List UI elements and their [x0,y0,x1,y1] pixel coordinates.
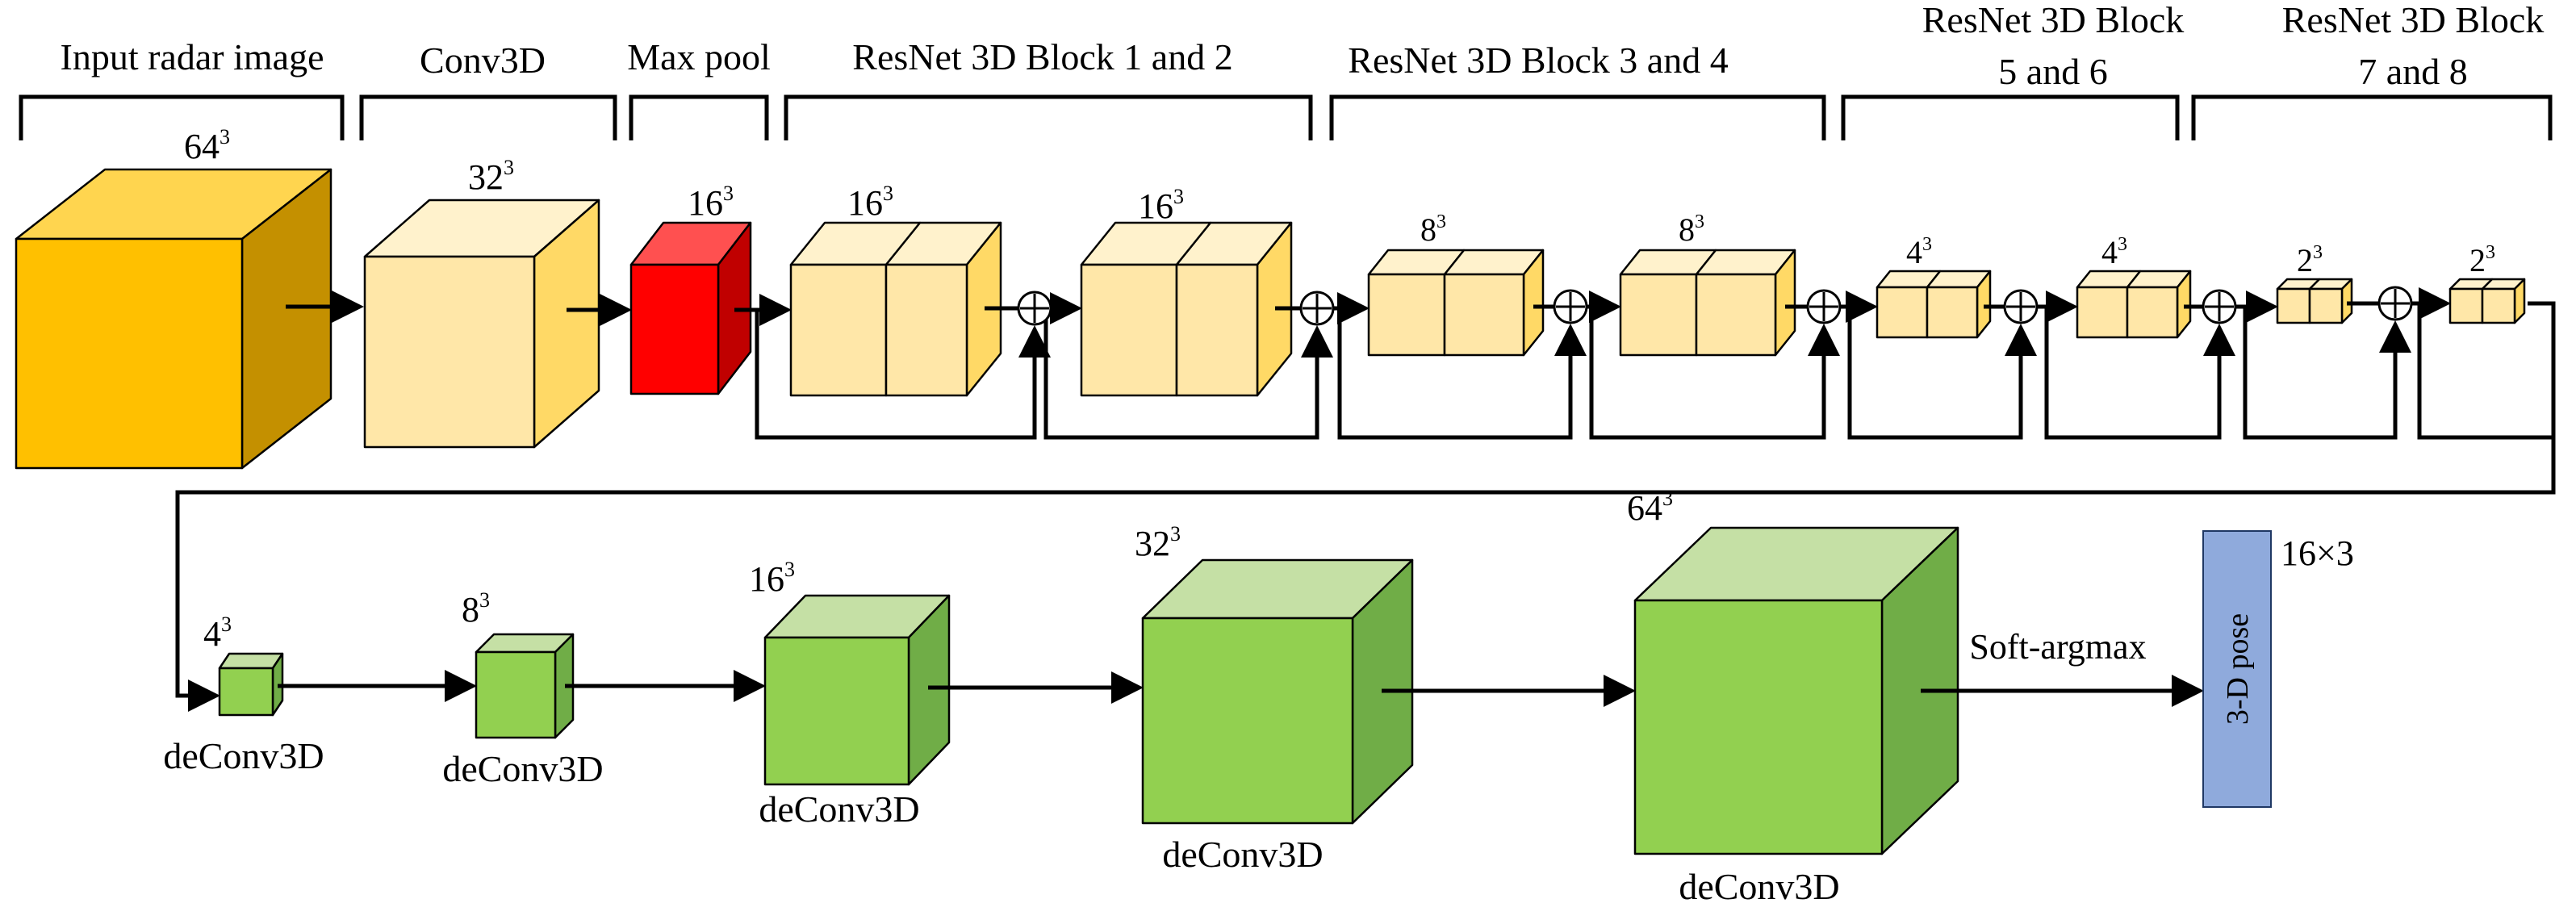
decoder-cube-1 [218,652,284,717]
bracket-block-1-2 [784,94,1313,140]
bracket-conv3d [359,94,617,140]
sum-node-2 [1299,291,1335,326]
bracket-block-5-6 [1841,94,2180,140]
cube-block-3 [1367,249,1545,357]
dim-block-7: 23 [2297,242,2323,278]
bracket-input [19,94,345,140]
dim-input: 643 [184,125,230,166]
sum-node-1 [1017,291,1052,326]
pose-output-label: 3-D pose [2221,613,2255,725]
dim-block-6: 43 [2101,234,2127,270]
decoder-label-1: deConv3D [163,735,324,776]
dim-block-3: 83 [1420,211,1446,248]
decoder-dim-3: 163 [749,558,795,599]
cube-block-8 [2448,278,2526,324]
dim-block-1: 163 [847,182,893,223]
decoder-cube-4 [1141,558,1414,825]
header-maxpool: Max pool [627,36,771,77]
cube-block-2 [1080,221,1293,397]
header-block-7-8-line2: 7 and 8 [2358,51,2467,92]
header-input: Input radar image [61,36,324,77]
encoder-arrows [286,287,2451,326]
sum-node-3 [1553,289,1588,324]
dim-block-2: 163 [1138,185,1184,226]
header-block-3-4: ResNet 3D Block 3 and 4 [1348,40,1728,81]
decoder-dim-2: 83 [462,588,490,629]
header-block-5-6-line1: ResNet 3D Block [1922,0,2185,40]
dim-block-4: 83 [1679,211,1704,248]
cube-block-7 [2276,278,2353,324]
decoder-cube-5 [1633,526,1959,855]
bracket-block-3-4 [1329,94,1826,140]
header-block-7-8-line1: ResNet 3D Block [2282,0,2545,40]
decoder-label-2: deConv3D [442,748,603,789]
cube-conv3d [363,199,600,449]
cube-block-4 [1619,249,1796,357]
cube-input [15,168,332,470]
pose-dimension: 16×3 [2281,533,2354,573]
decoder-dim-4: 323 [1135,522,1181,563]
dim-maxpool: 163 [688,182,734,223]
header-block-1-2: ResNet 3D Block 1 and 2 [852,36,1232,77]
header-conv3d: Conv3D [420,40,546,81]
soft-argmax-label: Soft-argmax [1969,627,2146,667]
sum-node-7 [2377,286,2413,321]
sum-node-6 [2202,289,2237,324]
cube-block-5 [1876,270,1992,339]
bracket-block-7-8 [2191,94,2553,140]
dim-conv3d: 323 [468,156,514,197]
sum-node-4 [1806,289,1842,324]
pose-output: 3-D pose [2202,530,2272,808]
header-block-5-6-line2: 5 and 6 [1998,51,2107,92]
dim-block-8: 23 [2469,242,2495,278]
decoder-arrows [278,670,2204,707]
cube-block-1 [789,221,1002,397]
sum-node-5 [2003,289,2039,324]
decoder-label-3: deConv3D [759,788,919,830]
decoder-dim-1: 43 [203,613,232,654]
encoder-to-decoder-connector [175,437,2556,712]
decoder-label-4: deConv3D [1162,834,1323,875]
dim-block-5: 43 [1906,234,1932,270]
cube-block-6 [2076,270,2192,339]
cube-maxpool [629,221,752,395]
decoder-cube-3 [763,594,951,786]
decoder-cube-2 [475,633,575,739]
bracket-maxpool [629,94,769,140]
decoder-label-5: deConv3D [1679,866,1839,907]
decoder-dim-5: 643 [1627,487,1673,528]
